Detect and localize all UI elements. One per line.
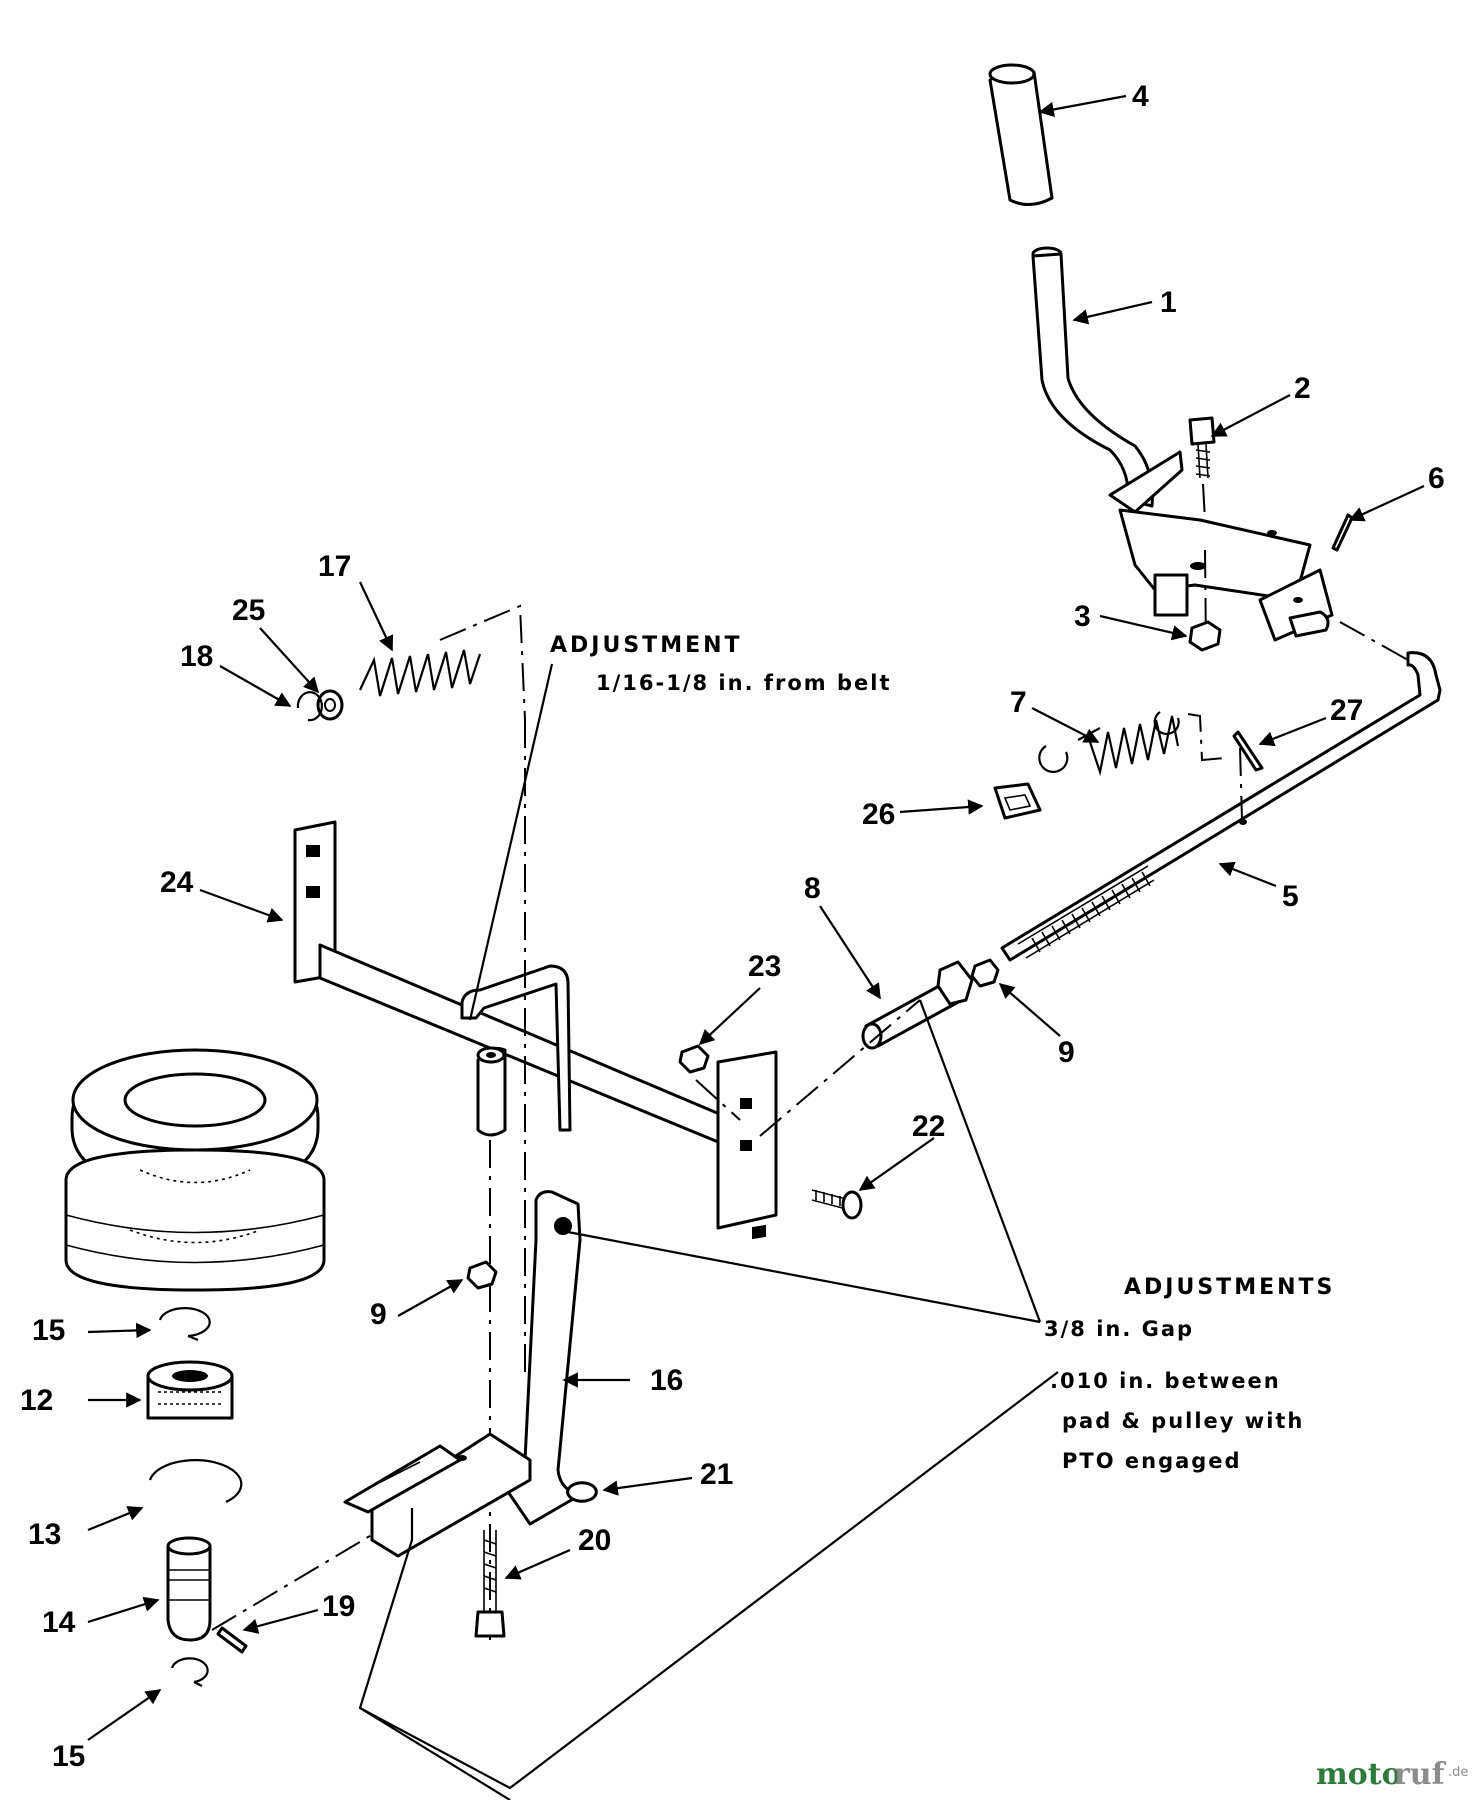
callout-15b: 15 <box>52 1740 85 1773</box>
snap-ring-15-upper <box>158 1307 211 1342</box>
lever-part <box>1031 246 1184 514</box>
grip-part <box>988 63 1054 206</box>
watermark-part2: ruf <box>1394 1757 1447 1792</box>
callout-24: 24 <box>160 866 194 899</box>
spring-17 <box>359 604 526 721</box>
leader-lines <box>87 94 1425 1800</box>
nut-23 <box>678 1044 710 1074</box>
callout-5: 5 <box>1282 880 1299 913</box>
pin-8 <box>861 960 974 1050</box>
bolt-20 <box>474 1530 506 1638</box>
pulley <box>64 1048 326 1292</box>
callout-15a: 15 <box>32 1314 65 1347</box>
nut-9-upper <box>970 958 1000 988</box>
callout-6: 6 <box>1428 462 1445 495</box>
callout-9a: 9 <box>1058 1036 1075 1069</box>
callout-18: 18 <box>180 640 213 673</box>
clip-26 <box>993 782 1042 820</box>
callout-3: 3 <box>1074 600 1091 633</box>
bolt-22 <box>811 1189 863 1220</box>
callout-8: 8 <box>804 872 821 905</box>
frame-24 <box>293 820 778 1240</box>
bracket-part <box>1118 508 1334 642</box>
shaft-14 <box>166 1536 212 1642</box>
ring-18 <box>296 691 323 722</box>
callout-27: 27 <box>1330 694 1363 727</box>
callout-13: 13 <box>28 1518 61 1551</box>
nut-3 <box>1188 620 1222 652</box>
cotter-pin-27 <box>1232 730 1264 772</box>
adjustments-title: ADJUSTMENTS <box>1124 1275 1335 1300</box>
clearance-line-3: PTO engaged <box>1062 1449 1242 1473</box>
centerline <box>695 999 921 1137</box>
callout-numbers: 4 1 2 6 3 7 27 26 5 17 25 18 24 8 23 9 2… <box>20 80 1445 1773</box>
nut-9-lower <box>466 1260 498 1290</box>
adjustment-notes: ADJUSTMENT 1/16-1/8 in. from belt ADJUST… <box>550 633 1335 1473</box>
pin-19 <box>216 1626 248 1654</box>
callout-23: 23 <box>748 950 781 983</box>
brake-arm-16 <box>343 1190 582 1558</box>
washer-25 <box>316 689 344 721</box>
watermark-part1: moto <box>1316 1757 1402 1792</box>
callout-7: 7 <box>1010 686 1027 719</box>
callout-20: 20 <box>578 1524 611 1557</box>
centerline-left <box>211 1140 491 1640</box>
callout-14: 14 <box>42 1606 76 1639</box>
callout-22: 22 <box>912 1110 945 1143</box>
callout-16: 16 <box>650 1364 683 1397</box>
callout-25: 25 <box>232 594 265 627</box>
callout-12: 12 <box>20 1384 53 1417</box>
cotter-pin-6 <box>1331 513 1354 552</box>
callout-21: 21 <box>700 1458 733 1491</box>
snap-ring-15-lower <box>170 1657 209 1687</box>
gap-note: 3/8 in. Gap <box>1044 1317 1194 1341</box>
washer-21 <box>566 1481 598 1503</box>
callout-19: 19 <box>322 1590 355 1623</box>
rod-part <box>1000 621 1442 962</box>
spring-7 <box>1038 711 1226 777</box>
callout-17: 17 <box>318 550 351 583</box>
adjustment-title: ADJUSTMENT <box>550 633 743 658</box>
callout-9b: 9 <box>370 1298 387 1331</box>
watermark-logo: moto ruf .de <box>1316 1757 1468 1792</box>
clearance-line-2: pad & pulley with <box>1062 1409 1304 1433</box>
bearing-12 <box>146 1360 234 1420</box>
callout-1: 1 <box>1160 286 1177 319</box>
callout-2: 2 <box>1294 372 1311 405</box>
callout-4: 4 <box>1132 80 1149 113</box>
adjustment-value: 1/16-1/8 in. from belt <box>596 671 892 695</box>
clearance-line-1: .010 in. between <box>1050 1369 1281 1393</box>
ring-13 <box>148 1459 243 1503</box>
callout-26: 26 <box>862 798 895 831</box>
watermark-suffix: .de <box>1448 1765 1468 1780</box>
bolt-2 <box>1188 416 1216 651</box>
